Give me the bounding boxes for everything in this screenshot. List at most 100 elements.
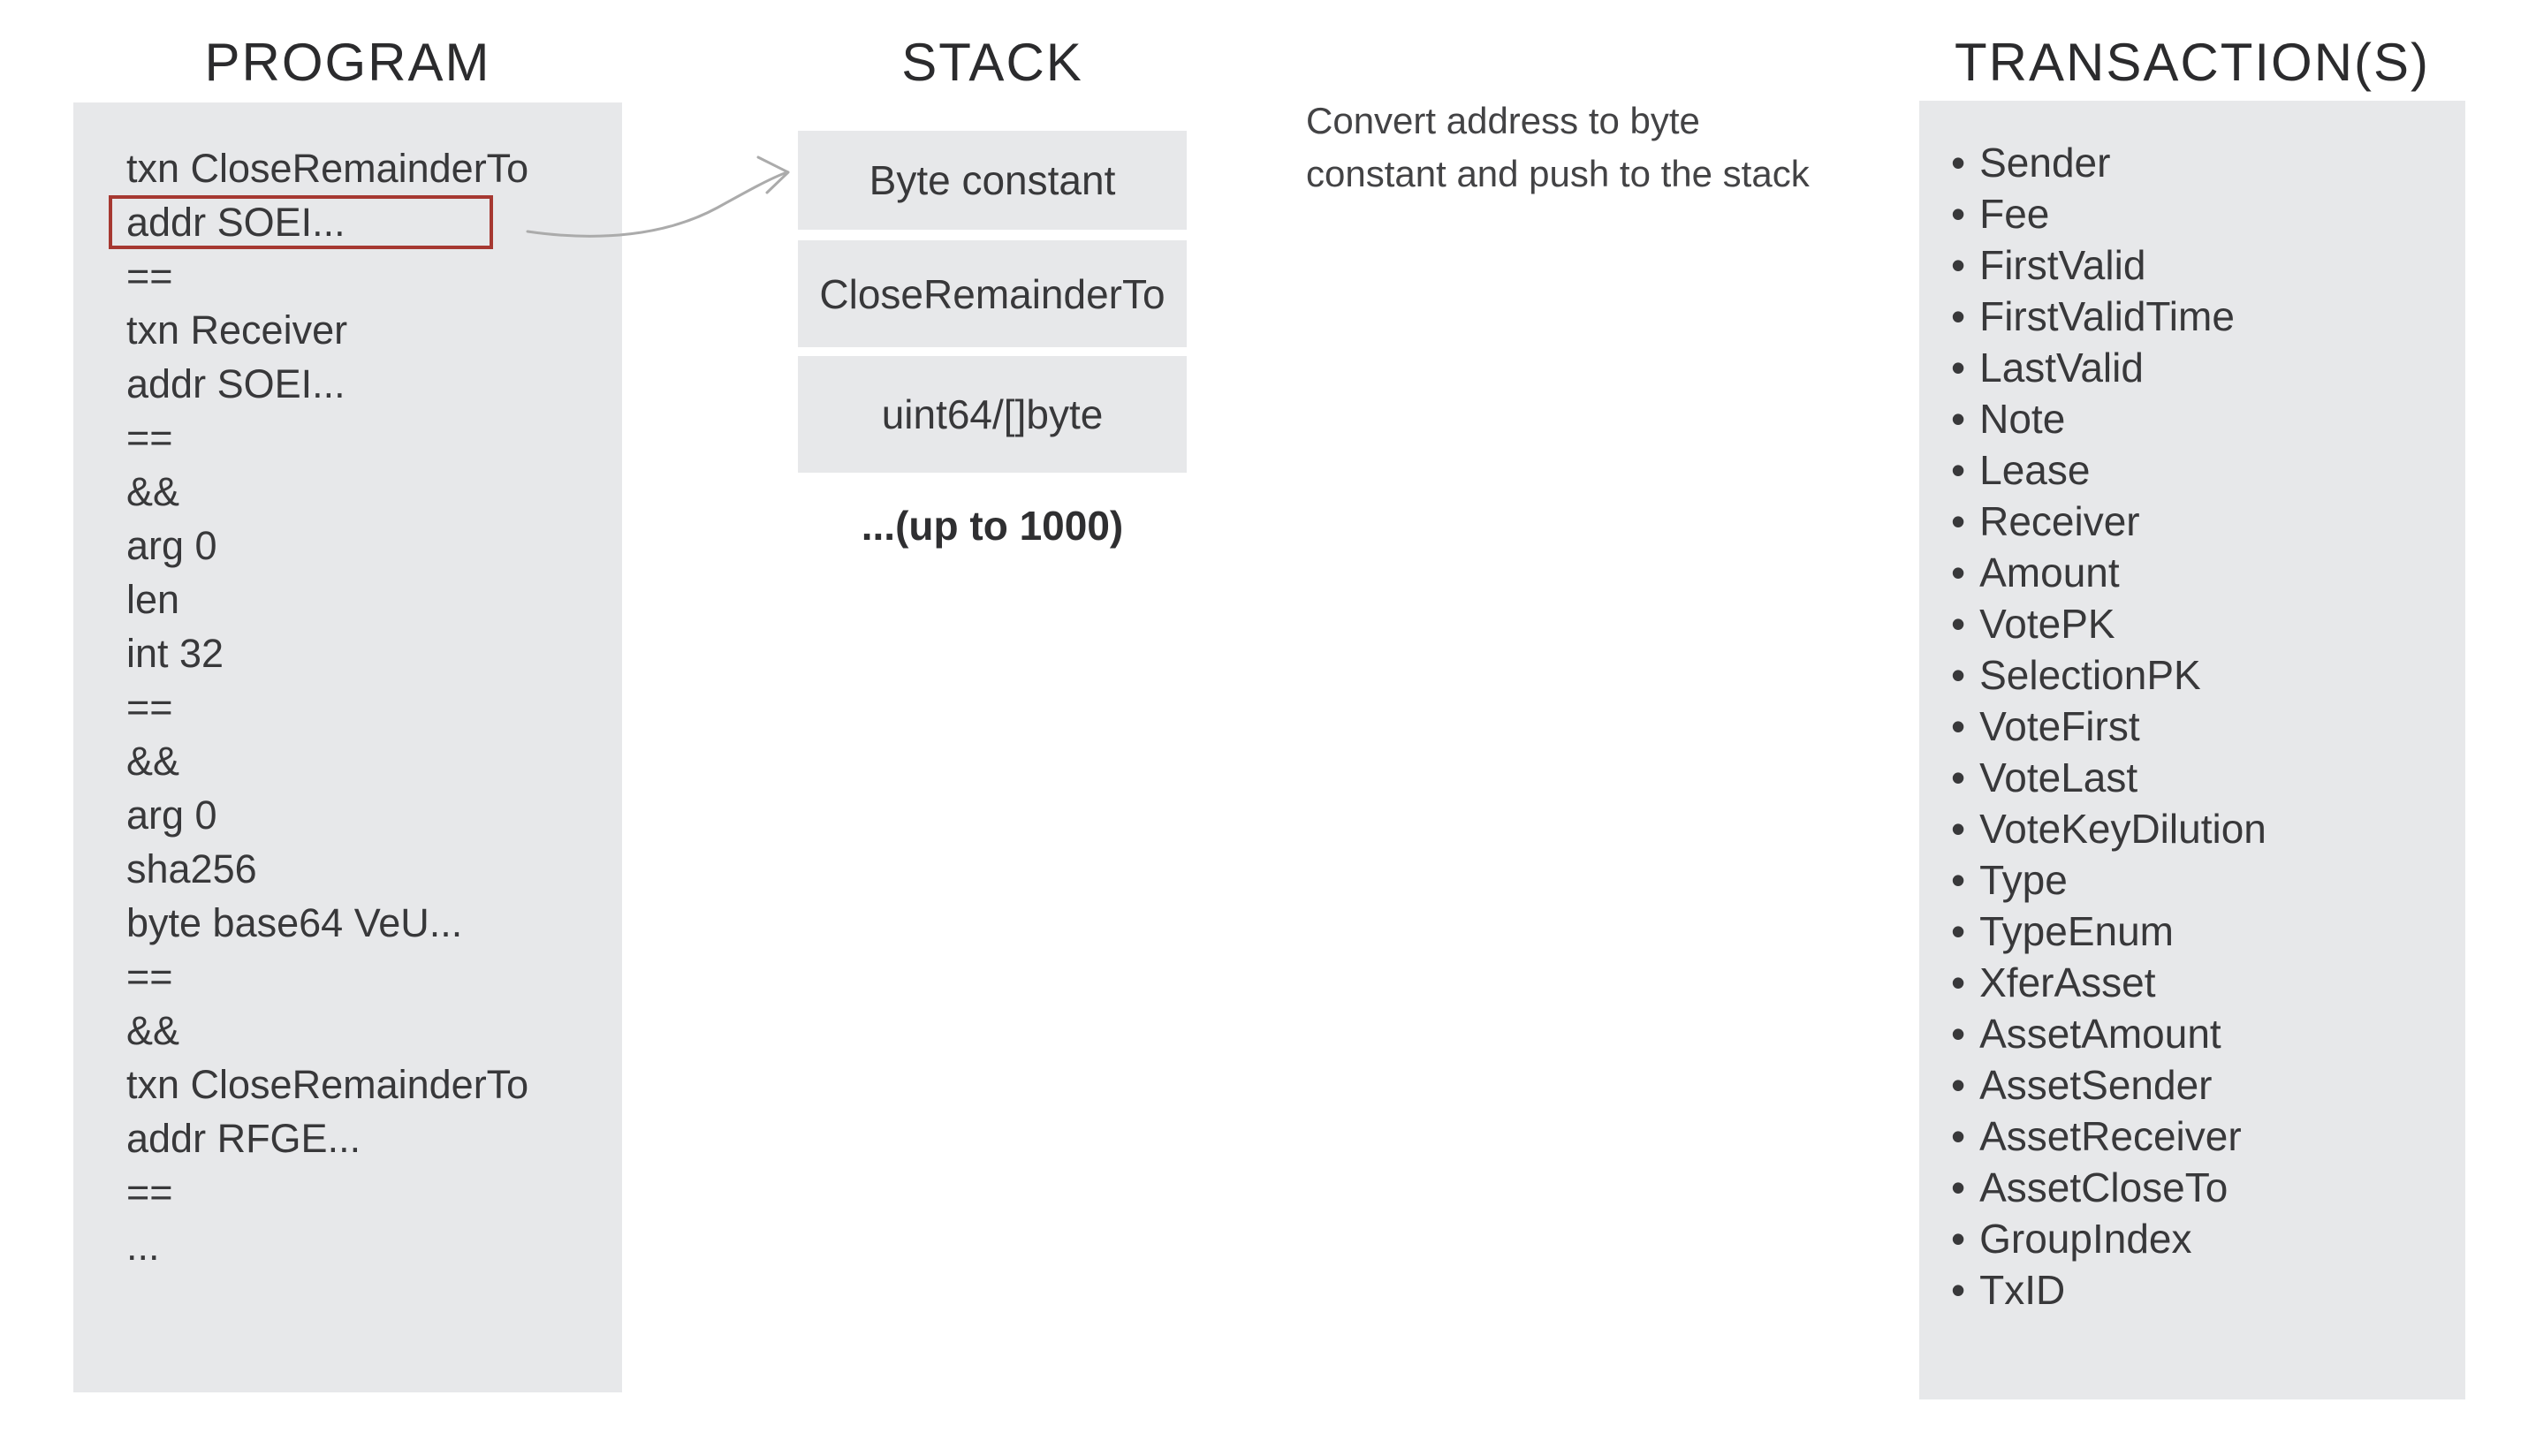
transaction-field-item: • Receiver bbox=[1951, 496, 2465, 547]
program-code-line: txn CloseRemainderTo bbox=[126, 145, 529, 191]
program-code-line: && bbox=[126, 468, 180, 514]
transaction-field-label: Fee bbox=[1979, 191, 2050, 237]
transaction-field-label: AssetAmount bbox=[1979, 1011, 2221, 1057]
program-code-line: int 32 bbox=[126, 630, 224, 676]
transactions-title: TRANSACTION(S) bbox=[1955, 33, 2430, 92]
transaction-field-item: • Amount bbox=[1951, 547, 2465, 598]
transaction-field-item: • AssetAmount bbox=[1951, 1008, 2465, 1059]
transaction-field-item: • Note bbox=[1951, 393, 2465, 444]
transaction-field-item: • SelectionPK bbox=[1951, 649, 2465, 701]
program-code-line: byte base64 VeU... bbox=[126, 899, 463, 945]
program-code-line: == bbox=[126, 953, 173, 999]
transaction-field-item: • VotePK bbox=[1951, 598, 2465, 649]
bullet-icon: • bbox=[1951, 1011, 1966, 1057]
bullet-icon: • bbox=[1951, 755, 1966, 800]
annotation-text: Convert address to byte constant and pus… bbox=[1306, 95, 1810, 201]
bullet-icon: • bbox=[1951, 140, 1966, 186]
bullet-icon: • bbox=[1951, 908, 1966, 954]
transaction-field-item: • GroupIndex bbox=[1951, 1213, 2465, 1264]
transaction-field-item: • AssetSender bbox=[1951, 1059, 2465, 1111]
program-code-line: ... bbox=[126, 1223, 160, 1269]
annotation-line-1: Convert address to byte bbox=[1306, 100, 1700, 141]
bullet-icon: • bbox=[1951, 242, 1966, 288]
transaction-panel: •Sender•Fee•FirstValid•FirstValidTime•La… bbox=[1919, 101, 2465, 1399]
bullet-icon: • bbox=[1951, 959, 1966, 1005]
bullet-icon: • bbox=[1951, 447, 1966, 493]
transaction-field-label: SelectionPK bbox=[1979, 652, 2201, 698]
transaction-field-label: Lease bbox=[1979, 447, 2091, 493]
bullet-icon: • bbox=[1951, 191, 1966, 237]
transaction-field-item: • TypeEnum bbox=[1951, 906, 2465, 957]
program-code-line: arg 0 bbox=[126, 792, 217, 838]
transaction-field-label: VoteFirst bbox=[1979, 703, 2140, 749]
transaction-field-item: • Sender bbox=[1951, 137, 2465, 188]
program-code-line-highlighted: addr SOEI... bbox=[109, 195, 493, 249]
program-code-line: == bbox=[126, 414, 173, 460]
program-title: PROGRAM bbox=[204, 33, 491, 92]
program-code-line: sha256 bbox=[126, 846, 257, 891]
program-code-line: addr RFGE... bbox=[126, 1115, 361, 1161]
program-code-line: len bbox=[126, 576, 180, 622]
stack-overflow-note: ...(up to 1000) bbox=[861, 503, 1124, 549]
transaction-field-label: Note bbox=[1979, 396, 2066, 442]
annotation-line-2: constant and push to the stack bbox=[1306, 153, 1810, 194]
stack-box-byte-constant: Byte constant bbox=[798, 131, 1187, 230]
transaction-field-label: Receiver bbox=[1979, 498, 2140, 544]
bullet-icon: • bbox=[1951, 498, 1966, 544]
bullet-icon: • bbox=[1951, 806, 1966, 852]
program-code-line: == bbox=[126, 684, 173, 730]
transaction-field-label: AssetReceiver bbox=[1979, 1113, 2242, 1159]
transaction-field-label: XferAsset bbox=[1979, 959, 2156, 1005]
transaction-field-label: AssetCloseTo bbox=[1979, 1164, 2228, 1210]
program-code-line: arg 0 bbox=[126, 522, 217, 568]
transaction-field-label: VotePK bbox=[1979, 601, 2115, 647]
transaction-field-item: • VoteFirst bbox=[1951, 701, 2465, 752]
stack-title: STACK bbox=[901, 33, 1083, 92]
bullet-icon: • bbox=[1951, 601, 1966, 647]
transaction-field-label: Sender bbox=[1979, 140, 2111, 186]
transaction-field-label: VoteLast bbox=[1979, 755, 2138, 800]
transaction-field-item: • Lease bbox=[1951, 444, 2465, 496]
bullet-icon: • bbox=[1951, 1113, 1966, 1159]
transaction-field-label: Amount bbox=[1979, 550, 2120, 595]
bullet-icon: • bbox=[1951, 293, 1966, 339]
program-code-line: && bbox=[126, 738, 180, 784]
transaction-field-item: • AssetCloseTo bbox=[1951, 1162, 2465, 1213]
bullet-icon: • bbox=[1951, 396, 1966, 442]
program-code-line: txn Receiver bbox=[126, 307, 348, 353]
transaction-field-label: FirstValid bbox=[1979, 242, 2146, 288]
stack-box-uint64-byte: uint64/[]byte bbox=[798, 356, 1187, 473]
transaction-field-item: • VoteLast bbox=[1951, 752, 2465, 803]
transaction-field-item: • Type bbox=[1951, 854, 2465, 906]
program-code-line: addr SOEI... bbox=[126, 360, 345, 406]
transaction-field-item: •VoteKeyDilution bbox=[1951, 803, 2465, 854]
bullet-icon: • bbox=[1951, 550, 1966, 595]
bullet-icon: • bbox=[1951, 703, 1966, 749]
program-code-line: && bbox=[126, 1007, 180, 1053]
transaction-field-label: GroupIndex bbox=[1979, 1216, 2192, 1262]
flow-arrow-icon bbox=[526, 155, 790, 238]
transaction-field-label: AssetSender bbox=[1979, 1062, 2213, 1108]
transaction-field-label: Type bbox=[1979, 857, 2068, 903]
transaction-field-item: • XferAsset bbox=[1951, 957, 2465, 1008]
transaction-field-item: •TxID bbox=[1951, 1264, 2465, 1316]
bullet-icon: • bbox=[1951, 1216, 1966, 1262]
transaction-field-item: • Fee bbox=[1951, 188, 2465, 239]
bullet-icon: • bbox=[1951, 857, 1966, 903]
transaction-field-item: • AssetReceiver bbox=[1951, 1111, 2465, 1162]
program-code-line: txn CloseRemainderTo bbox=[126, 1061, 529, 1107]
transaction-field-label: LastValid bbox=[1979, 345, 2144, 391]
transaction-field-item: • FirstValid bbox=[1951, 239, 2465, 291]
transaction-field-item: •FirstValidTime bbox=[1951, 291, 2465, 342]
transaction-field-list: •Sender•Fee•FirstValid•FirstValidTime•La… bbox=[1919, 101, 2465, 1316]
transaction-field-item: • LastValid bbox=[1951, 342, 2465, 393]
bullet-icon: • bbox=[1951, 652, 1966, 698]
bullet-icon: • bbox=[1951, 345, 1966, 391]
bullet-icon: • bbox=[1951, 1062, 1966, 1108]
program-code-line: == bbox=[126, 1169, 173, 1215]
bullet-icon: • bbox=[1951, 1164, 1966, 1210]
transaction-field-label: TypeEnum bbox=[1979, 908, 2175, 954]
transaction-field-label: TxID bbox=[1979, 1267, 2066, 1313]
